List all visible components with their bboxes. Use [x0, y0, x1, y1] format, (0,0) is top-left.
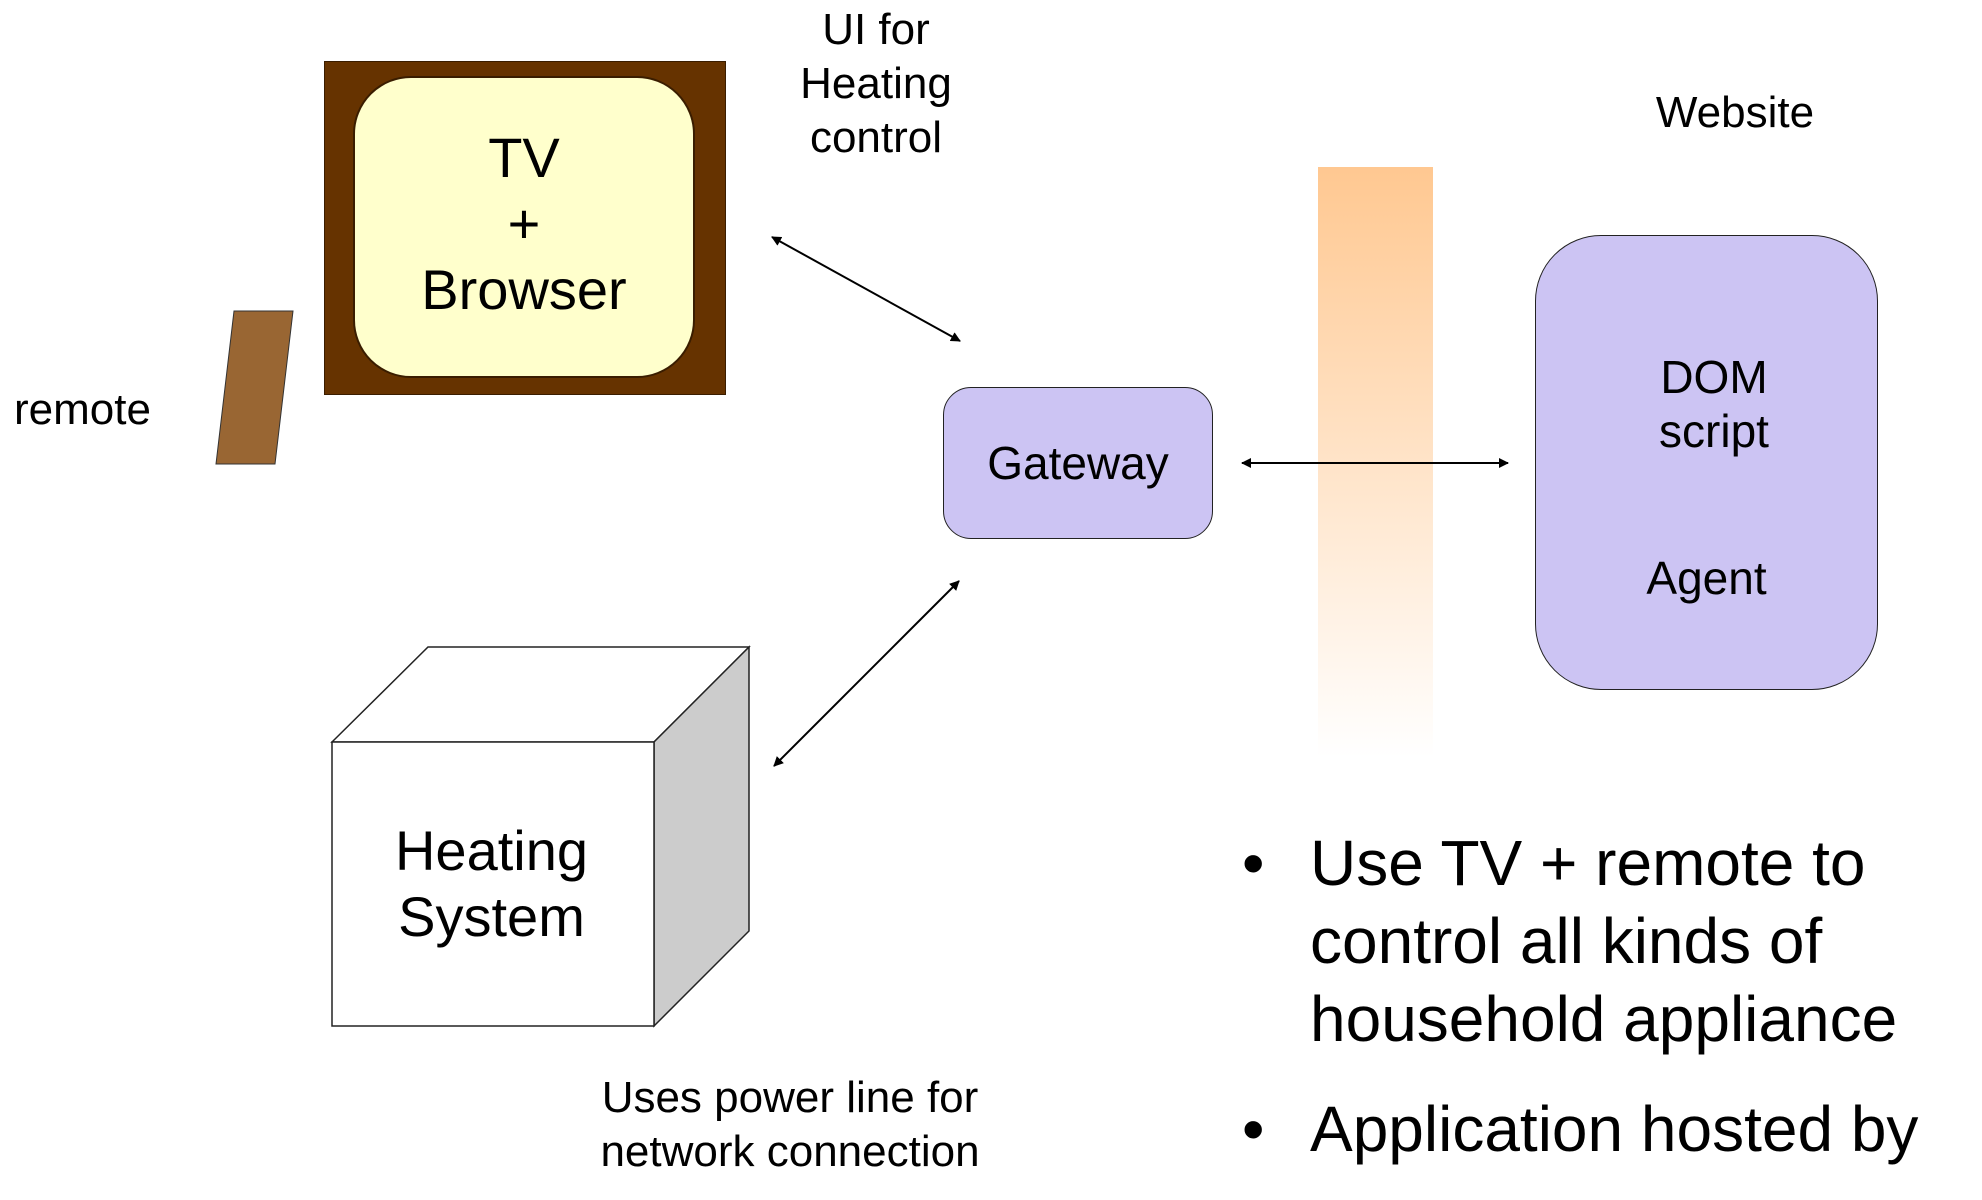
dom-script-label: DOM script [1620, 350, 1808, 458]
tv-label-line-2: + [507, 192, 541, 255]
arrow-heating-gateway [773, 580, 960, 767]
power-label-line-1: Uses power line for [601, 1073, 979, 1122]
gateway-box [943, 387, 1213, 539]
ui-label-line-2: Heating [800, 59, 952, 108]
cube-front [331, 741, 655, 1027]
bullet-1-line-1: Use TV + remote to [1310, 827, 1866, 899]
power-line-note: Uses power line for network connection [560, 1071, 1020, 1179]
dom-label-line-1: DOM [1660, 351, 1768, 403]
bullet-marker: • [1242, 827, 1265, 899]
heating-system-label: Heating System [330, 818, 653, 950]
heating-label-line-2: System [398, 885, 585, 948]
arrow-tv-gateway [771, 236, 961, 342]
ui-label-line-3: control [809, 113, 943, 162]
agent-box [1535, 235, 1878, 690]
heating-label-line-1: Heating [394, 819, 589, 882]
ui-heating-control-label: UI for Heating control [740, 3, 1012, 165]
tv-label-line-3: Browser [421, 258, 627, 321]
remote-label: remote [14, 385, 151, 434]
tv-label-line-1: TV [488, 126, 560, 189]
bullet-item-1: • Use TV + remote to control all kinds o… [1230, 824, 1982, 1058]
agent-label: Agent [1646, 552, 1767, 604]
dom-label-line-2: script [1659, 405, 1769, 457]
bullet-1-line-3: household appliance [1310, 983, 1898, 1055]
website-label: Website [1655, 88, 1815, 137]
bullet-1-line-2: control all kinds of [1310, 905, 1823, 977]
power-label-line-2: network connection [600, 1127, 980, 1176]
diagram-graphics [215, 167, 1818, 1028]
bullet-2-line-1: Application hosted by [1310, 1093, 1919, 1165]
tv-browser-label: TV + Browser [353, 125, 695, 323]
bullet-item-2: • Application hosted by [1230, 1090, 1982, 1168]
ui-label-line-1: UI for [822, 5, 930, 54]
tv-screen [353, 76, 695, 378]
bullet-list: • Use TV + remote to control all kinds o… [1230, 824, 1982, 1200]
remote-device [215, 310, 294, 465]
bullet-marker: • [1242, 1093, 1265, 1165]
gateway-label: Gateway [987, 437, 1169, 489]
